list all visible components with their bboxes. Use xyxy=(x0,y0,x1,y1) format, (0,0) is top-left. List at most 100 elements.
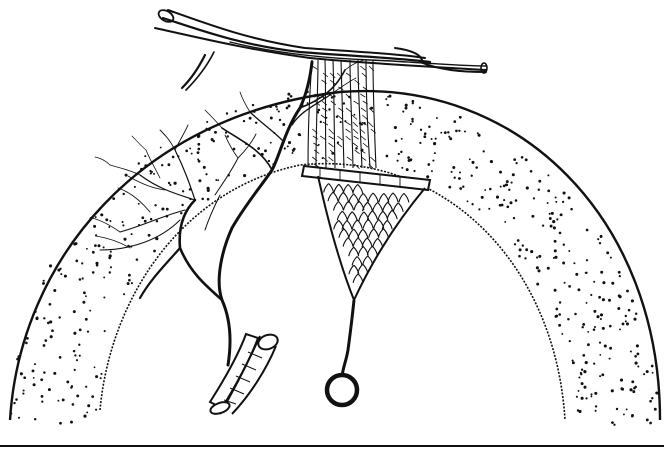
stipple-dot xyxy=(287,97,290,100)
stipple-dot xyxy=(278,110,280,112)
fiber-tick xyxy=(346,108,351,112)
stipple-dot xyxy=(553,257,555,259)
stipple-dot xyxy=(268,160,270,162)
stipple-dot xyxy=(205,173,207,175)
stipple-dot xyxy=(542,224,544,226)
stipple-dot xyxy=(92,271,95,274)
fiber-tick xyxy=(347,157,352,160)
fiber-tick xyxy=(314,150,319,154)
stipple-dot xyxy=(559,301,561,303)
stipple-dot xyxy=(62,398,65,401)
stipple-dot xyxy=(512,173,515,176)
stipple-dot xyxy=(440,132,442,134)
stipple-dot xyxy=(215,179,217,181)
stipple-dot xyxy=(553,226,556,229)
net-mesh-cell xyxy=(349,194,359,203)
stipple-dot xyxy=(562,262,565,265)
stipple-dot xyxy=(602,281,605,284)
stipple-dot xyxy=(568,250,570,252)
stipple-dot xyxy=(577,288,580,291)
stipple-dot xyxy=(255,122,257,124)
stipple-dot xyxy=(521,156,524,159)
stipple-dot xyxy=(71,385,73,387)
stipple-dot xyxy=(94,244,97,247)
stipple-dot xyxy=(531,215,534,218)
stipple-dot xyxy=(51,329,54,332)
fiber-tick xyxy=(346,129,351,133)
stipple-dot xyxy=(619,275,621,277)
stipple-dot xyxy=(585,361,588,364)
stipple-dot xyxy=(243,174,246,177)
stipple-dot xyxy=(561,333,563,335)
fiber-tick xyxy=(330,73,335,78)
stipple-dot xyxy=(481,196,484,199)
stipple-dot xyxy=(123,293,125,295)
stipple-dot xyxy=(212,140,215,143)
stipple-dot xyxy=(181,204,183,206)
stipple-dot xyxy=(537,269,540,272)
stipple-dot xyxy=(156,220,158,222)
stipple-dot xyxy=(515,162,517,164)
net-mesh-cell xyxy=(324,184,334,193)
stipple-dot xyxy=(191,153,193,155)
stipple-dot xyxy=(402,111,404,113)
stipple-dot xyxy=(462,186,464,188)
net-mesh-cell xyxy=(328,192,338,201)
stipple-dot xyxy=(292,152,294,154)
stipple-dot xyxy=(522,244,524,246)
stipple-dot xyxy=(517,239,520,242)
stipple-dot xyxy=(288,105,291,108)
stipple-dot xyxy=(547,202,549,204)
stipple-dot xyxy=(555,308,558,311)
stipple-dot xyxy=(94,366,96,368)
stipple-dot xyxy=(201,198,204,201)
net-mesh-cell xyxy=(367,211,377,220)
stipple-dot xyxy=(448,186,451,189)
stipple-dot xyxy=(42,282,45,285)
stipple-dot xyxy=(318,109,321,112)
stipple-dot xyxy=(217,179,219,181)
stipple-dot xyxy=(428,125,431,128)
stipple-dot xyxy=(49,264,52,267)
stipple-dot xyxy=(581,326,583,328)
stipple-dot xyxy=(198,179,201,182)
stipple-dot xyxy=(478,208,480,210)
stipple-dot xyxy=(469,158,471,160)
net-mesh-cell xyxy=(339,229,349,238)
stipple-dot xyxy=(174,182,177,185)
stipple-dot xyxy=(448,136,450,138)
stipple-dot xyxy=(577,409,579,411)
stipple-dot xyxy=(515,199,518,202)
stipple-dot xyxy=(626,290,629,293)
stipple-dot xyxy=(138,162,140,164)
stipple-dot xyxy=(625,315,627,317)
stipple-dot xyxy=(95,216,97,218)
stipple-dot xyxy=(581,397,584,400)
stipple-dot xyxy=(419,142,421,144)
stipple-dot xyxy=(282,123,285,126)
net-mesh-cell xyxy=(379,193,389,202)
stipple-dot xyxy=(59,356,62,359)
stipple-dot xyxy=(572,360,574,362)
stipple-dot xyxy=(197,158,199,160)
stipple-dot xyxy=(585,272,587,274)
net-mesh-cell xyxy=(368,193,378,202)
stipple-dot xyxy=(189,147,191,149)
stipple-dot xyxy=(602,298,605,301)
stipple-dot xyxy=(15,398,18,401)
stipple-dot xyxy=(600,313,603,316)
stipple-dot xyxy=(100,373,102,375)
stipple-dot xyxy=(560,213,563,216)
stipple-dot xyxy=(610,257,612,259)
stipple-dot xyxy=(503,199,505,201)
stipple-dot xyxy=(530,170,533,173)
stipple-dot xyxy=(86,248,88,250)
stipple-dot xyxy=(197,151,200,154)
stipple-dot xyxy=(635,313,637,315)
stipple-dot xyxy=(226,135,228,137)
stipple-dot xyxy=(478,134,481,137)
stipple-dot xyxy=(154,204,156,206)
stipple-dot xyxy=(58,316,60,318)
net-mesh-cell xyxy=(358,247,368,256)
stipple-dot xyxy=(595,405,597,407)
